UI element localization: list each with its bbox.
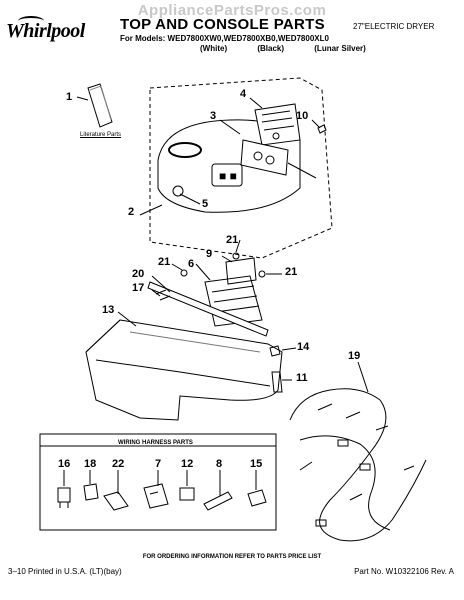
control-board bbox=[254, 103, 301, 146]
harness-small-parts bbox=[57, 483, 267, 511]
harness-item-8: 8 bbox=[216, 458, 223, 470]
literature-booklet-icon bbox=[76, 83, 113, 128]
screw-icon bbox=[180, 269, 188, 277]
ordering-note: FOR ORDERING INFORMATION REFER TO PARTS … bbox=[142, 554, 322, 560]
variant-black: (Black) bbox=[257, 44, 285, 53]
harness-item-22: 22 bbox=[112, 458, 125, 470]
callout-21-right: 21 bbox=[285, 266, 298, 278]
callout-19: 19 bbox=[348, 350, 361, 362]
watermark: AppliancePartsPros.com bbox=[137, 2, 327, 19]
page-title: TOP AND CONSOLE PARTS bbox=[120, 16, 325, 33]
harness-item-15: 15 bbox=[250, 458, 263, 470]
dryer-top-panel bbox=[85, 319, 283, 421]
print-info: 3–10 Printed in U.S.A. (LT)(bay) bbox=[8, 567, 122, 576]
clip-icon bbox=[155, 289, 171, 301]
callout-20: 20 bbox=[132, 268, 145, 280]
callout-13: 13 bbox=[102, 304, 115, 316]
screw-icon bbox=[269, 345, 281, 357]
callout-21-top: 21 bbox=[226, 234, 239, 246]
wiring-harness bbox=[289, 388, 427, 542]
part-number: Part No. W10322106 Rev. A bbox=[354, 567, 454, 576]
callout-9: 9 bbox=[206, 248, 213, 260]
harness-item-18: 18 bbox=[84, 458, 97, 470]
harness-item-12: 12 bbox=[181, 458, 194, 470]
callout-14: 14 bbox=[297, 341, 310, 353]
interface-board bbox=[240, 139, 317, 179]
callout-4: 4 bbox=[240, 88, 247, 100]
callout-3: 3 bbox=[210, 110, 217, 122]
wire-guide bbox=[147, 281, 269, 337]
harness-item-16: 16 bbox=[58, 458, 71, 470]
callout-21-left: 21 bbox=[158, 256, 171, 268]
screw-icon bbox=[232, 252, 240, 260]
variant-white: (White) bbox=[200, 44, 228, 53]
brand-swoosh-icon bbox=[18, 16, 44, 26]
callout-17: 17 bbox=[132, 282, 145, 294]
product-type: 27"ELECTRIC DRYER bbox=[353, 22, 435, 31]
literature-parts-label: Literature Parts bbox=[80, 132, 122, 138]
wiring-harness-title: WIRING HARNESS PARTS bbox=[118, 440, 193, 446]
callout-10: 10 bbox=[296, 110, 309, 122]
wiring-harness-parts-box bbox=[39, 433, 277, 531]
harness-item-7: 7 bbox=[155, 458, 162, 470]
callout-2: 2 bbox=[128, 206, 135, 218]
color-variants: (White) (Black) (Lunar Silver) bbox=[200, 44, 394, 53]
brand-logo: Whirlpool bbox=[6, 20, 85, 42]
callout-6: 6 bbox=[188, 258, 195, 270]
model-list: For Models: WED7800XW0,WED7800XB0,WED780… bbox=[120, 34, 329, 43]
callout-11: 11 bbox=[296, 372, 308, 384]
screw-icon bbox=[258, 270, 266, 278]
callout-5: 5 bbox=[202, 198, 209, 210]
callout-1: 1 bbox=[66, 91, 73, 103]
hinge-icon bbox=[271, 371, 283, 393]
screw-icon bbox=[317, 124, 327, 134]
variant-lunar-silver: (Lunar Silver) bbox=[314, 44, 366, 53]
svg-text:■ ■: ■ ■ bbox=[219, 169, 237, 183]
console-assembly-outline bbox=[149, 77, 333, 259]
